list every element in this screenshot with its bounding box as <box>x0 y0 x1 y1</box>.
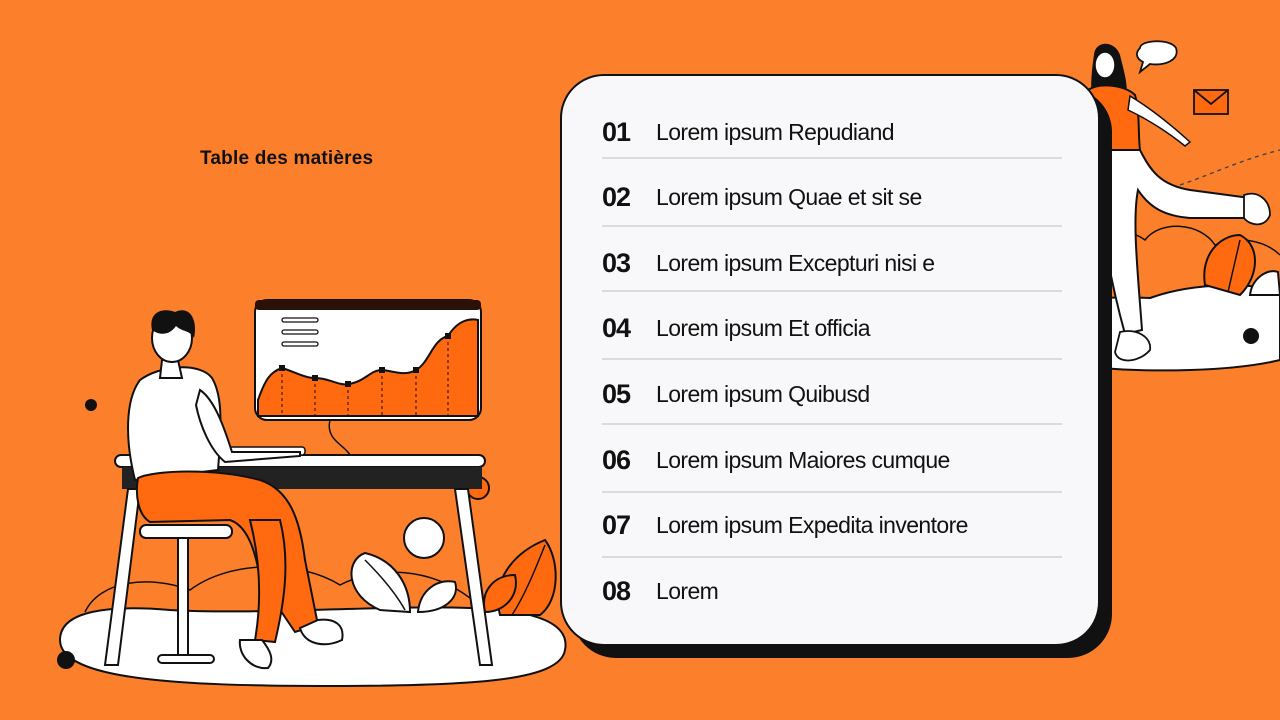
person-at-desk-illustration <box>57 299 567 688</box>
dot-decoration <box>85 399 97 411</box>
toc-item-01[interactable]: 01 Lorem ipsum Repudiand <box>602 100 1062 164</box>
toc-separator <box>602 290 1062 292</box>
dot-decoration <box>1243 328 1259 344</box>
toc-number: 07 <box>602 509 631 540</box>
toc-separator <box>602 358 1062 360</box>
toc-label: Lorem ipsum Repudiand <box>656 118 895 145</box>
person-shoe <box>298 618 344 646</box>
toc-item-06[interactable]: 06 Lorem ipsum Maiores cumque <box>602 428 1062 492</box>
toc-number: 02 <box>602 181 631 212</box>
toc-number: 03 <box>602 247 631 278</box>
plant-orange-leaf <box>483 573 517 614</box>
toc-item-02[interactable]: 02 Lorem ipsum Quae et sit se <box>602 165 1062 229</box>
monitor-cable <box>328 419 351 456</box>
desk-leg <box>453 488 494 666</box>
monitor-top-bar <box>255 300 481 310</box>
plant-white-leaf <box>1248 270 1280 296</box>
toc-label: Lorem ipsum Excepturi nisi e <box>656 249 935 276</box>
toc-separator <box>602 423 1062 425</box>
toc-label: Lorem ipsum Et officia <box>656 314 871 341</box>
toc-label: Lorem ipsum Quibusd <box>656 380 870 407</box>
toc-item-04[interactable]: 04 Lorem ipsum Et officia <box>602 296 1062 360</box>
toc-number: 05 <box>602 378 631 409</box>
toc-label: Lorem ipsum Expedita inventore <box>656 511 968 538</box>
toc-label: Lorem ipsum Maiores cumque <box>656 446 950 473</box>
plant-white-leaf <box>350 551 412 614</box>
page-title: Table des matières <box>200 148 374 169</box>
toc-separator <box>602 225 1062 227</box>
toc-separator <box>602 157 1062 159</box>
toc-label: Lorem ipsum Quae et sit se <box>656 183 922 210</box>
toc-item-07[interactable]: 07 Lorem ipsum Expedita inventore <box>602 493 1062 557</box>
toc-separator <box>602 556 1062 558</box>
toc-separator <box>602 491 1062 493</box>
person-leg-lower <box>248 519 287 644</box>
circle-decoration <box>403 517 445 559</box>
toc-number: 01 <box>602 116 631 147</box>
toc-number: 06 <box>602 444 631 475</box>
person-shoe <box>238 639 273 670</box>
dot-decoration <box>57 651 75 669</box>
woman-shoe <box>1243 192 1271 226</box>
person-hair <box>151 310 196 338</box>
toc-item-03[interactable]: 03 Lorem ipsum Excepturi nisi e <box>602 231 1062 295</box>
toc-label: Lorem <box>656 577 719 604</box>
woman-arm <box>1127 94 1192 147</box>
toc-card: 01 Lorem ipsum Repudiand 02 Lorem ipsum … <box>560 74 1100 646</box>
toc-item-08[interactable]: 08 Lorem <box>602 559 1062 623</box>
person-arm <box>194 388 301 464</box>
woman-shoe <box>1114 330 1151 362</box>
plant-white-leaf <box>416 580 457 614</box>
speech-bubble-icon <box>1136 40 1178 75</box>
toc-item-05[interactable]: 05 Lorem ipsum Quibusd <box>602 362 1062 426</box>
toc-number: 08 <box>602 575 631 606</box>
woman-head <box>1094 51 1116 79</box>
plant-orange-leaf <box>1203 233 1256 297</box>
toc-number: 04 <box>602 312 631 343</box>
